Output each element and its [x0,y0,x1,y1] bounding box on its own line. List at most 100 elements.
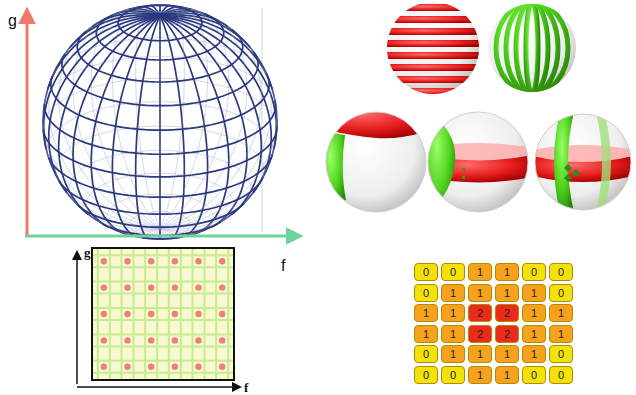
illustration-part [535,114,631,210]
illustration-part [564,164,580,182]
illustration-part [425,110,455,215]
wire-line [160,5,170,16]
table-cell: 1 [441,284,465,302]
table-cell: 0 [441,366,465,384]
table-cell: 0 [522,366,546,384]
table-cell: 0 [549,345,573,363]
axis-label: g [8,13,17,29]
sample-dot [195,311,201,317]
g-axis [26,10,29,236]
table-cell: 1 [495,345,519,363]
wire-line [78,206,160,228]
wire-line [59,16,160,215]
red-stripe [385,40,481,47]
table-cell: 0 [522,263,546,281]
grid-line [92,281,234,283]
cross-band-sphere [533,112,633,212]
wire-line [65,23,254,54]
axis-label: f [281,258,285,274]
grid-line [92,266,234,268]
illustration-part [320,100,432,138]
sample-dot [124,311,130,317]
illustration-part [77,386,240,388]
wire-line [160,126,277,177]
illustration-part [488,4,576,92]
table-cell: 1 [468,345,492,363]
table-cell: 1 [414,325,438,343]
table-cell: 1 [468,284,492,302]
illustration-part [428,112,528,212]
table-cell: 0 [414,366,438,384]
table-cell: 1 [522,325,546,343]
grid-line [92,333,234,335]
grid-line [92,293,234,295]
grid-line [92,307,234,309]
red-striped-sphere [385,2,481,95]
wire-line [160,16,247,227]
wire-line [43,78,277,129]
illustration-part [76,252,78,384]
table-cell: 0 [414,263,438,281]
table-cell: 0 [549,284,573,302]
table-cell: 0 [414,345,438,363]
sample-dot [101,258,107,264]
red-stripe [385,52,481,59]
wire-line [86,173,233,223]
illustration-part [533,156,633,182]
sample-dot [172,284,178,290]
illustration-part [596,112,611,212]
table-cell: 1 [495,366,519,384]
sample-dot [101,311,107,317]
sample-dot [101,337,107,343]
wire-line [52,38,266,76]
table-cell: 1 [549,325,573,343]
f-axis [25,235,300,238]
sample-dot [148,284,154,290]
table-cell: 1 [414,304,438,322]
table-cell: 1 [522,345,546,363]
sample-dot [172,364,178,370]
illustration-part [425,110,532,215]
sample-dot [219,258,225,264]
wire-line [160,222,221,236]
table-cell: 0 [441,263,465,281]
wire-line [62,54,160,106]
sphere-outline [43,5,277,239]
table-cell: 1 [441,304,465,322]
illustration-part [326,112,426,212]
table-cell: 1 [522,304,546,322]
axis-label: f [244,381,248,394]
green-stripe [526,2,538,94]
table-cell: 1 [495,284,519,302]
sample-dot [101,284,107,290]
table-cell: 1 [522,284,546,302]
illustration-part [320,128,346,210]
sample-dot [195,258,201,264]
wire-line [69,150,251,205]
red-stripe [385,28,481,35]
table-cell: 1 [549,304,573,322]
sample-dot [124,284,130,290]
sample-dot [219,284,225,290]
red-stripe [385,88,481,95]
red-stripe [385,4,481,11]
table-cell: 2 [495,325,519,343]
green-stripe [496,2,568,94]
sample-grid [77,248,240,387]
illustration-part [462,176,465,179]
grid-line [92,372,234,374]
wire-line [118,5,202,40]
sample-dot [172,311,178,317]
table-cell: 2 [468,325,492,343]
table-cell: 1 [441,345,465,363]
wire-line [160,16,276,149]
sample-dot [219,364,225,370]
table-cell: 0 [414,284,438,302]
wire-line [96,15,160,60]
wire-line [142,238,160,239]
sample-dot [148,364,154,370]
sample-dot [101,364,107,370]
illustration-part [533,112,633,212]
wire-line [86,12,232,32]
